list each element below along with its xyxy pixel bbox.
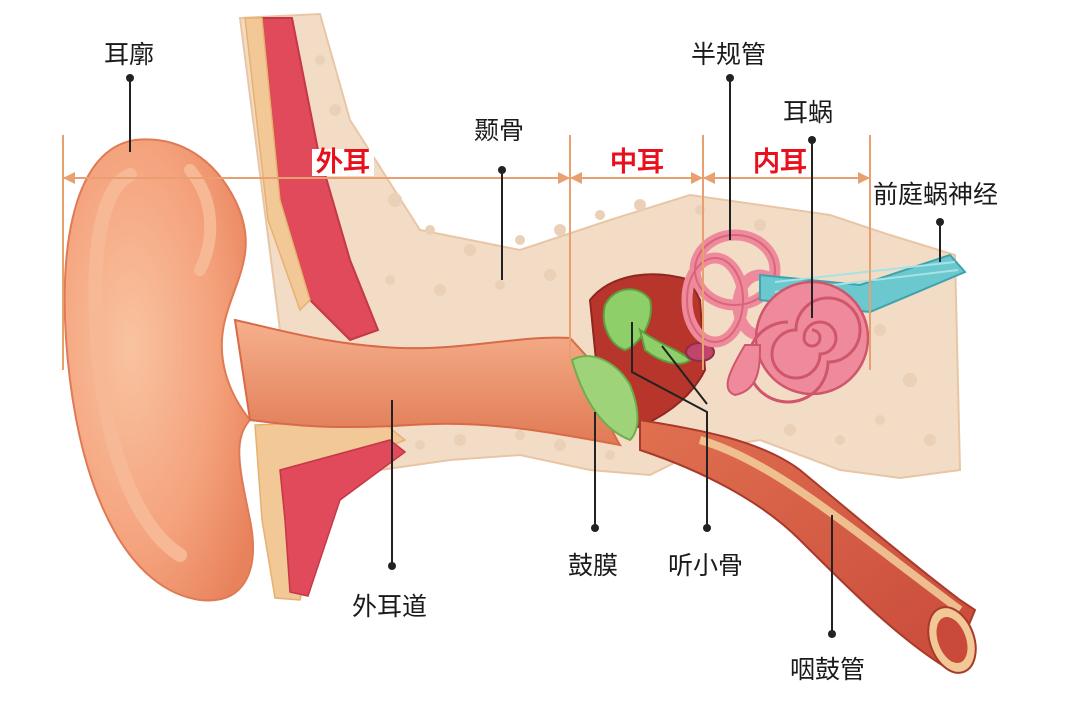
eardrum-shape xyxy=(570,355,639,442)
ossicles-label: 听小骨 xyxy=(668,551,744,580)
semicircular-canals-label: 半规管 xyxy=(691,40,767,69)
cochlea-label: 耳蜗 xyxy=(783,98,834,127)
eardrum-label: 鼓膜 xyxy=(568,551,619,580)
ear-canal-label: 外耳道 xyxy=(352,592,428,621)
temporal-bone-label: 颞骨 xyxy=(474,116,525,145)
auricle-label: 耳廓 xyxy=(104,40,155,69)
cochlea-shape xyxy=(726,280,870,404)
inner-ear-label: 内耳 xyxy=(749,149,811,176)
middle-ear-label: 中耳 xyxy=(606,149,668,176)
leader-dots xyxy=(126,74,944,638)
leader-lines xyxy=(129,78,941,634)
outer-ear-label: 外耳 xyxy=(312,149,374,176)
ossicles-shape xyxy=(602,288,715,365)
vestibulocochlear-nerve-label: 前庭蜗神经 xyxy=(873,180,999,209)
eustachian-tube-label: 咽鼓管 xyxy=(790,655,866,684)
region-dividers xyxy=(62,135,871,370)
